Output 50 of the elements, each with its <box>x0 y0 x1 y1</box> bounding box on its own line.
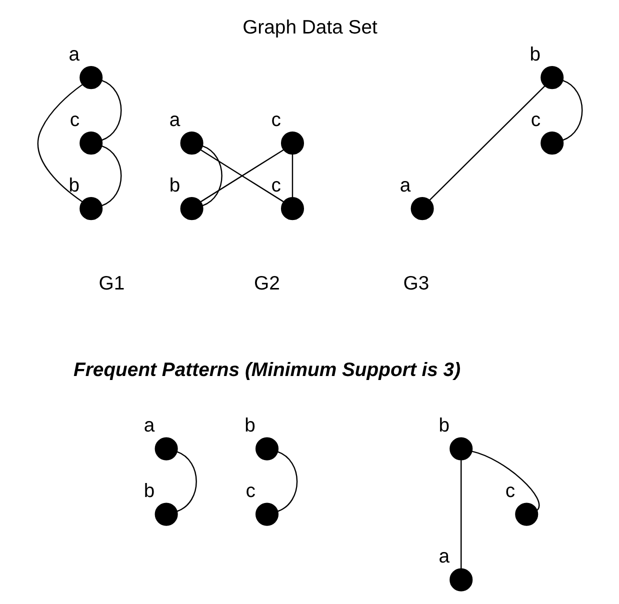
node-label: c <box>270 174 280 196</box>
node-circle <box>280 132 304 155</box>
connector <box>291 154 293 198</box>
connector <box>428 86 545 201</box>
connector <box>460 460 462 569</box>
connector <box>276 451 298 512</box>
node-label: a <box>399 174 410 196</box>
connector <box>100 145 122 206</box>
node-label: a <box>168 108 180 131</box>
node-label: c <box>245 480 255 502</box>
node-label: a <box>143 414 154 437</box>
node-circle <box>79 66 102 90</box>
node-label: c <box>504 480 515 502</box>
label: G1 <box>98 272 124 295</box>
diagram-title: Graph Data Set <box>242 16 377 39</box>
label: G3 <box>402 272 429 295</box>
node-label: b <box>168 174 180 196</box>
node-circle <box>540 132 564 155</box>
connector <box>176 451 196 512</box>
node-label: b <box>438 414 450 437</box>
node-label: a <box>68 43 80 66</box>
node-circle <box>79 132 102 155</box>
node-circle <box>154 502 178 526</box>
connector <box>471 450 540 511</box>
node-label: b <box>68 174 80 196</box>
node-circle <box>154 437 178 460</box>
node-circle <box>79 197 102 220</box>
node-label: c <box>270 108 280 131</box>
node-circle <box>254 437 278 460</box>
connector <box>100 80 122 141</box>
node-circle <box>180 197 203 220</box>
node-label: b <box>143 480 154 502</box>
connector <box>36 84 82 202</box>
label: Frequent Patterns (Minimum Support is 3) <box>73 358 460 381</box>
node-circle <box>410 197 434 220</box>
node-circle <box>540 66 564 90</box>
node-circle <box>449 568 472 592</box>
node-label: c <box>530 108 540 131</box>
connector <box>202 145 222 206</box>
connector <box>562 80 582 141</box>
node-circle <box>254 502 278 526</box>
label: G2 <box>254 272 280 295</box>
node-circle <box>449 437 472 460</box>
node-label: b <box>244 414 255 437</box>
node-label: c <box>69 108 80 131</box>
node-label: a <box>438 546 450 568</box>
node-circle <box>180 132 203 155</box>
node-circle <box>514 502 538 526</box>
node-label: b <box>529 43 540 66</box>
node-circle <box>280 197 304 220</box>
